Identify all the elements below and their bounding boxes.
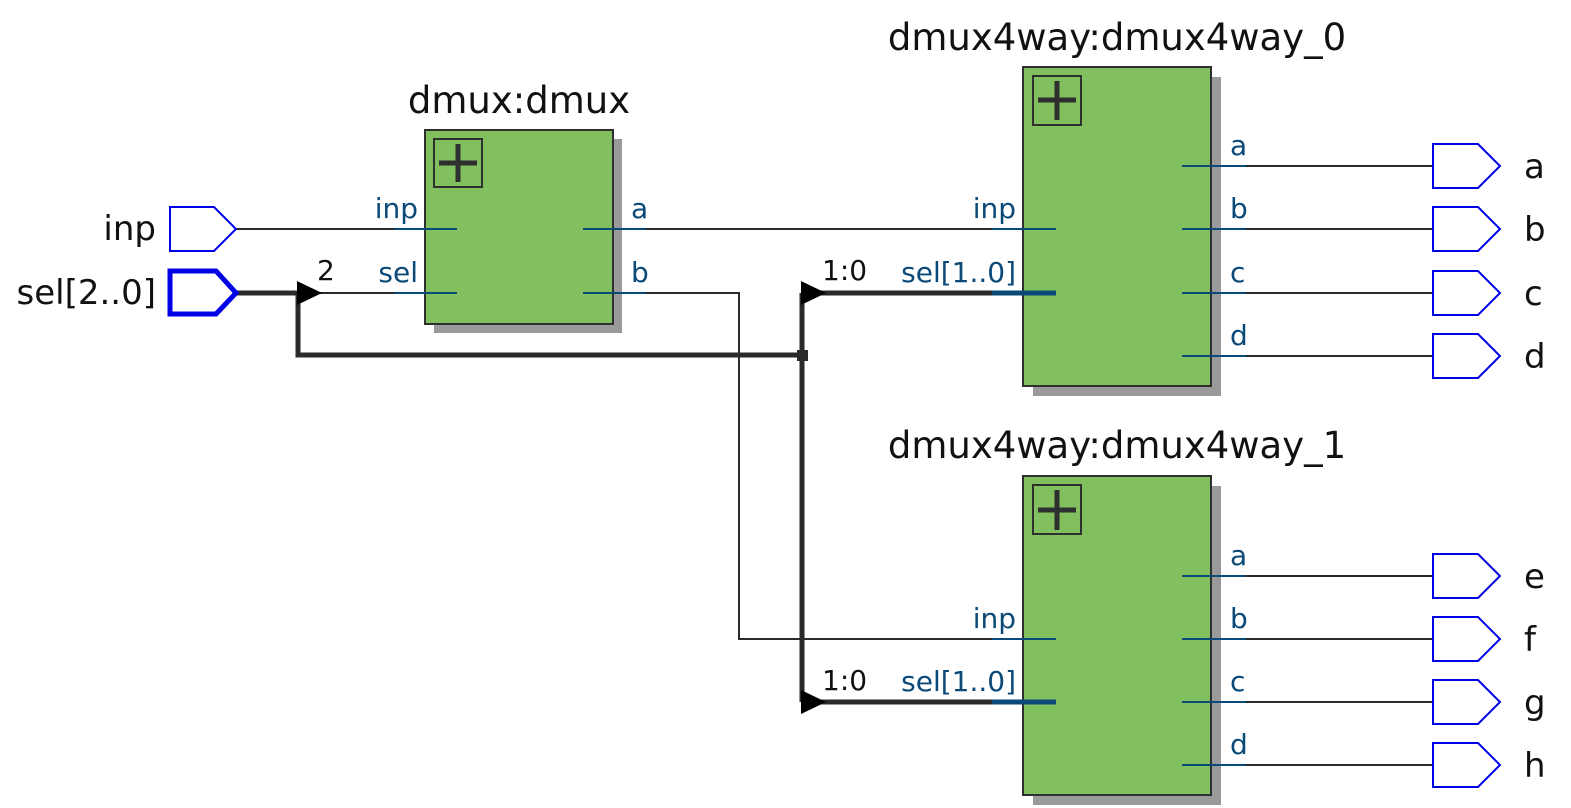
output-pin-label: f bbox=[1524, 620, 1537, 660]
output-pin-shape[interactable] bbox=[1432, 742, 1502, 788]
plus-icon[interactable] bbox=[433, 138, 483, 188]
port-label-a: a bbox=[1230, 129, 1247, 162]
input-pin-label: sel[2..0] bbox=[17, 273, 157, 313]
output-pin-shape[interactable] bbox=[1432, 333, 1502, 379]
port-label-b: b bbox=[1230, 602, 1248, 635]
bus-tap-label-dmux4way-0: 1:0 bbox=[822, 254, 867, 287]
bus-tap-label-dmux4way-1: 1:0 bbox=[822, 664, 867, 697]
block-title: dmux:dmux bbox=[408, 79, 630, 122]
output-pin-g[interactable]: g bbox=[1432, 679, 1546, 725]
port-label-inp: inp bbox=[973, 602, 1016, 635]
block-dmux[interactable]: dmux:dmux inp sel a b bbox=[375, 79, 649, 333]
output-pin-label: c bbox=[1524, 274, 1543, 314]
bus-tap-arrow-dmux4way-0 bbox=[801, 281, 826, 305]
output-pin-shape[interactable] bbox=[1432, 143, 1502, 189]
block-dmux4way-1[interactable]: dmux4way:dmux4way_1 inp sel[1..0] a b c … bbox=[888, 424, 1346, 805]
output-pin-label: d bbox=[1524, 337, 1546, 377]
block-body[interactable] bbox=[1022, 66, 1212, 387]
wire-dmux-b bbox=[583, 292, 1054, 640]
output-pin-d[interactable]: d bbox=[1432, 333, 1546, 379]
port-label-c: c bbox=[1230, 256, 1245, 289]
output-pin-shape[interactable] bbox=[1432, 206, 1502, 252]
input-pin-label: inp bbox=[103, 209, 156, 249]
bus-sel-route bbox=[295, 293, 803, 358]
port-label-sel: sel bbox=[378, 256, 418, 289]
output-pin-shape[interactable] bbox=[1432, 270, 1502, 316]
port-label-d: d bbox=[1230, 728, 1248, 761]
bus-tap-arrow-dmux bbox=[297, 281, 322, 305]
bus-junction bbox=[797, 350, 808, 361]
port-label-sel: sel[1..0] bbox=[901, 665, 1016, 698]
port-label-b: b bbox=[631, 256, 649, 289]
input-pin-shape[interactable] bbox=[169, 206, 238, 252]
plus-icon[interactable] bbox=[1032, 75, 1082, 126]
output-pin-h[interactable]: h bbox=[1432, 742, 1546, 788]
output-pin-label: a bbox=[1524, 147, 1545, 187]
port-label-inp: inp bbox=[973, 192, 1016, 225]
output-pin-label: g bbox=[1524, 683, 1546, 723]
input-pin-sel[interactable]: sel[2..0] bbox=[17, 268, 240, 317]
block-body[interactable] bbox=[424, 129, 614, 325]
block-title: dmux4way:dmux4way_1 bbox=[888, 424, 1346, 467]
input-pin-inp[interactable]: inp bbox=[103, 206, 238, 252]
port-label-sel: sel[1..0] bbox=[901, 256, 1016, 289]
output-pin-label: e bbox=[1524, 557, 1545, 597]
input-pin-shape[interactable] bbox=[167, 268, 240, 317]
output-pin-e[interactable]: e bbox=[1432, 553, 1545, 599]
port-label-inp: inp bbox=[375, 192, 418, 225]
output-pin-label: b bbox=[1524, 210, 1546, 250]
port-label-b: b bbox=[1230, 192, 1248, 225]
output-pin-f[interactable]: f bbox=[1432, 616, 1537, 662]
block-title: dmux4way:dmux4way_0 bbox=[888, 16, 1346, 59]
output-pin-a[interactable]: a bbox=[1432, 143, 1545, 189]
port-label-a: a bbox=[631, 192, 648, 225]
output-pin-shape[interactable] bbox=[1432, 553, 1502, 599]
output-pin-b[interactable]: b bbox=[1432, 206, 1546, 252]
port-label-c: c bbox=[1230, 665, 1245, 698]
bus-tap-label-dmux: 2 bbox=[317, 254, 335, 287]
output-pin-shape[interactable] bbox=[1432, 679, 1502, 725]
port-label-d: d bbox=[1230, 319, 1248, 352]
block-body[interactable] bbox=[1022, 475, 1212, 796]
output-pin-c[interactable]: c bbox=[1432, 270, 1543, 316]
output-pin-shape[interactable] bbox=[1432, 616, 1502, 662]
port-label-a: a bbox=[1230, 539, 1247, 572]
output-pin-label: h bbox=[1524, 746, 1546, 786]
bus-tap-arrow-dmux4way-1 bbox=[801, 690, 826, 714]
plus-icon[interactable] bbox=[1032, 484, 1082, 535]
block-dmux4way-0[interactable]: dmux4way:dmux4way_0 inp sel[1..0] a b c … bbox=[888, 16, 1346, 396]
